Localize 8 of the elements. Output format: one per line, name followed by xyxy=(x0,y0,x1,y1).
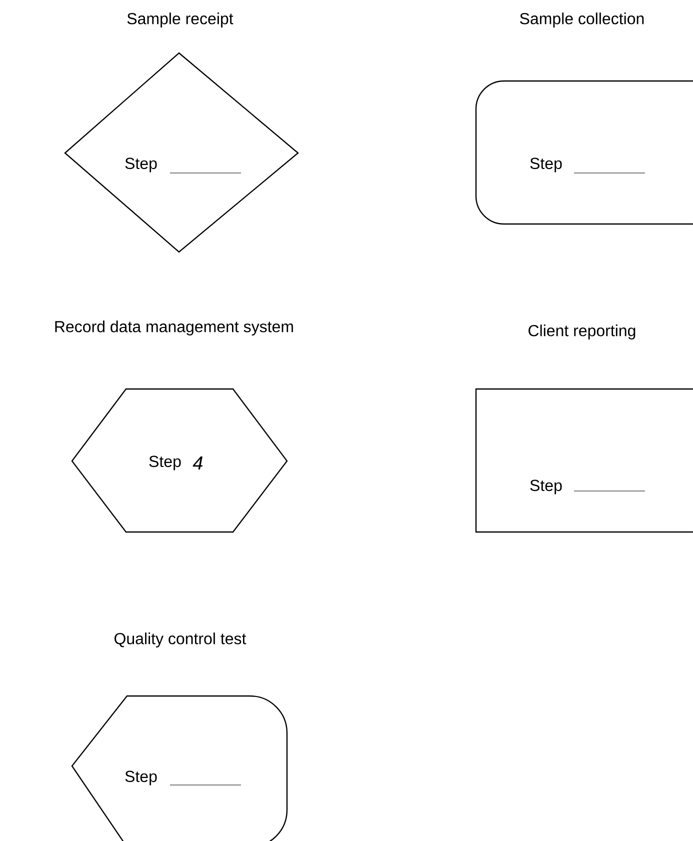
heading: Record data management system xyxy=(55,320,293,336)
heading: Sample collection xyxy=(520,12,644,28)
handwritten-number: 4 xyxy=(192,456,202,470)
rounded-box: Step xyxy=(475,80,693,225)
heading: Quality control test xyxy=(114,632,246,648)
process-box: Step xyxy=(475,388,693,533)
heading: Sample receipt xyxy=(127,12,234,28)
heading: Client reporting xyxy=(528,324,636,340)
